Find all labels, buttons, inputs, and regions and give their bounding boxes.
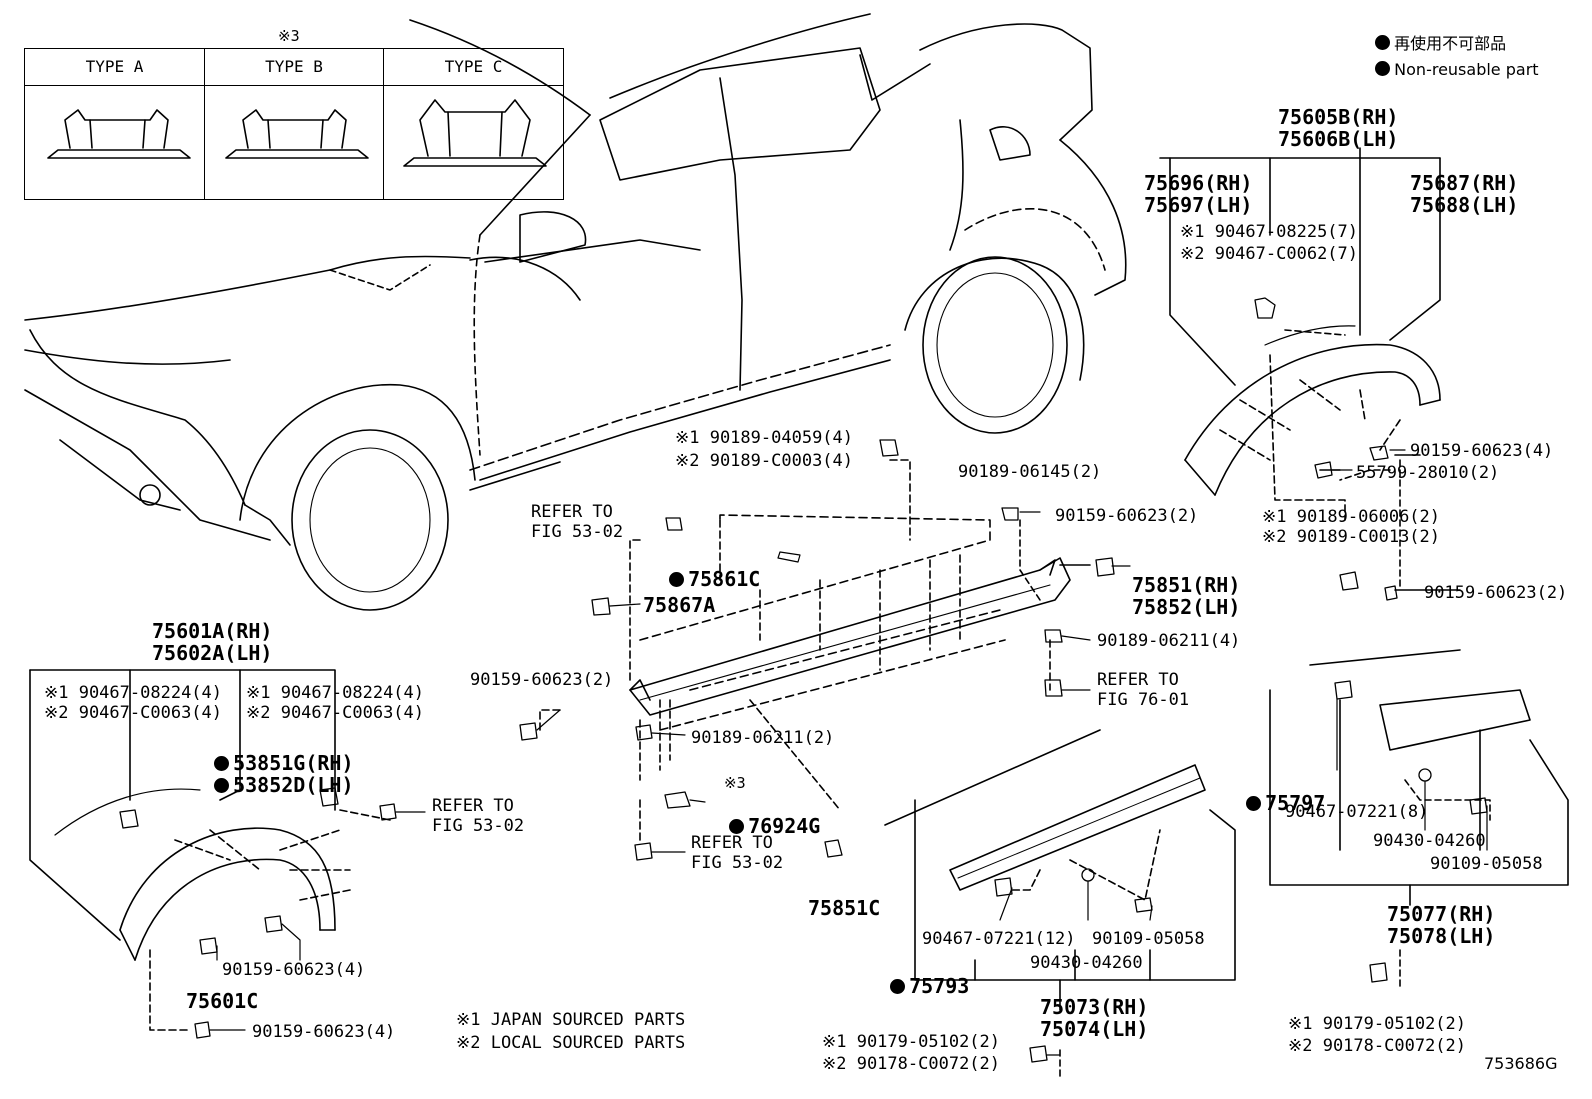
label-90467-07221-8: 90467-07221(8) [1285, 802, 1429, 822]
label-refer-53-02-b2: FIG 53-02 [691, 853, 784, 873]
label-90430-04260-b: 90430-04260 [1030, 953, 1143, 973]
label-90159-60623-front-a: 90159-60623(4) [222, 960, 366, 980]
label-90178-c0072-b: ※2 90178-C0072(2) [1288, 1036, 1467, 1056]
type-b-header: TYPE B [205, 49, 384, 86]
label-53851g: 53851G(RH) [190, 730, 354, 774]
label-90109-05058-a: 90109-05058 [1430, 854, 1543, 874]
type-c-header: TYPE C [384, 49, 563, 86]
door-lower-molding [884, 729, 1236, 1081]
label-75606b: 75606B(LH) [1278, 127, 1399, 151]
leader-lines [209, 449, 1488, 1056]
label-90467-08224-b: ※1 90467-08224(4) [246, 683, 425, 703]
note-japan-sourced: ※1 JAPAN SOURCED PARTS [456, 1010, 686, 1030]
label-75861c: 75861C [645, 546, 760, 590]
label-75077: 75077(RH) [1387, 902, 1496, 926]
label-75688: 75688(LH) [1410, 193, 1519, 217]
label-75073: 75073(RH) [1040, 995, 1149, 1019]
rear-wheel-arch-molding [1159, 147, 1461, 591]
legend-non-reusable-en: Non-reusable part [1365, 40, 1539, 80]
label-90179-05102-a: ※1 90179-05102(2) [822, 1032, 1001, 1052]
label-55799-28010: 55799-28010(2) [1356, 463, 1500, 483]
label-90467-08225: ※1 90467-08225(7) [1180, 222, 1359, 242]
label-refer-53-02-b1: REFER TO [691, 833, 773, 853]
figure-number: 753686G [1484, 1054, 1558, 1073]
label-90189-c0013: ※2 90189-C0013(2) [1262, 527, 1441, 547]
type-a-header: TYPE A [25, 49, 205, 86]
label-90467-c0063-a: ※2 90467-C0063(4) [44, 703, 223, 723]
label-76924g: 76924G [705, 793, 820, 837]
non-reusable-dot-icon [729, 819, 745, 834]
clip-type-table: TYPE A TYPE B TYPE C [24, 48, 564, 200]
label-refer-53-02-c1: REFER TO [432, 796, 514, 816]
label-53852d: 53852D(LH) [190, 752, 354, 796]
fastener-icons [119, 297, 1488, 1063]
label-75078: 75078(LH) [1387, 924, 1496, 948]
label-90159-60623-rocker-b: 90159-60623(2) [470, 670, 614, 690]
label-90179-05102-b: ※1 90179-05102(2) [1288, 1014, 1467, 1034]
label-90159-60623-rear-a: 90159-60623(4) [1410, 441, 1554, 461]
car-body-outline [24, 13, 1127, 611]
non-reusable-dot-icon [669, 572, 685, 587]
non-reusable-dot-icon [1246, 796, 1262, 811]
non-reusable-dot-icon [214, 778, 230, 793]
label-90189-06211-2: 90189-06211(2) [691, 728, 835, 748]
label-90467-c0062: ※2 90467-C0062(7) [1180, 244, 1359, 264]
non-reusable-dot-icon [214, 756, 230, 771]
label-90430-04260-a: 90430-04260 [1373, 831, 1486, 851]
label-75797: 75797 [1222, 770, 1325, 814]
rocker-panel-molding [539, 459, 1091, 841]
label-90189-06145: 90189-06145(2) [958, 462, 1102, 482]
label-90467-08224-a: ※1 90467-08224(4) [44, 683, 223, 703]
label-75696: 75696(RH) [1144, 171, 1253, 195]
label-90159-60623-front-b: 90159-60623(4) [252, 1022, 396, 1042]
label-refer-76-01-a: REFER TO [1097, 670, 1179, 690]
label-refer-53-02-a1: REFER TO [531, 502, 613, 522]
label-75601a: 75601A(RH) [152, 619, 273, 643]
label-note3: ※3 [724, 774, 746, 792]
label-90109-05058-b: 90109-05058 [1092, 929, 1205, 949]
note-local-sourced: ※2 LOCAL SOURCED PARTS [456, 1033, 686, 1053]
label-90189-c0003: ※2 90189-C0003(4) [675, 451, 854, 471]
label-refer-76-01-b: FIG 76-01 [1097, 690, 1190, 710]
label-refer-53-02-a2: FIG 53-02 [531, 522, 624, 542]
label-75852: 75852(LH) [1132, 595, 1241, 619]
label-75793: 75793 [866, 953, 969, 997]
legend-non-reusable-jp: 再使用不可部品 [1365, 14, 1506, 54]
label-90159-60623-rear-b: 90159-60623(2) [1424, 583, 1568, 603]
label-75074: 75074(LH) [1040, 1017, 1149, 1041]
label-refer-53-02-c2: FIG 53-02 [432, 816, 525, 836]
front-door-molding [1269, 649, 1569, 991]
clip-type-drawings [47, 99, 547, 167]
label-75602a: 75602A(LH) [152, 641, 273, 665]
front-wheel-arch-molding [29, 669, 391, 1031]
label-90189-04059: ※1 90189-04059(4) [675, 428, 854, 448]
non-reusable-dot-icon [1375, 35, 1391, 50]
label-90159-60623-rocker-a: 90159-60623(2) [1055, 506, 1199, 526]
type-divider-1 [204, 49, 205, 199]
label-90467-c0063-b: ※2 90467-C0063(4) [246, 703, 425, 723]
non-reusable-dot-icon [890, 979, 906, 994]
label-90189-06211-4: 90189-06211(4) [1097, 631, 1241, 651]
label-75867a: 75867A [643, 593, 716, 617]
label-75687: 75687(RH) [1410, 171, 1519, 195]
label-75851: 75851(RH) [1132, 573, 1241, 597]
label-90189-06006: ※1 90189-06006(2) [1262, 507, 1441, 527]
label-75601c: 75601C [186, 989, 259, 1013]
label-90178-c0072-a: ※2 90178-C0072(2) [822, 1054, 1001, 1074]
label-75851c: 75851C [808, 896, 881, 920]
non-reusable-dot-icon [1375, 61, 1391, 76]
label-90467-07221-12: 90467-07221(12) [922, 929, 1076, 949]
type-table-note: ※3 [278, 27, 300, 45]
type-divider-2 [383, 49, 384, 199]
label-75605b: 75605B(RH) [1278, 105, 1399, 129]
label-75697: 75697(LH) [1144, 193, 1253, 217]
